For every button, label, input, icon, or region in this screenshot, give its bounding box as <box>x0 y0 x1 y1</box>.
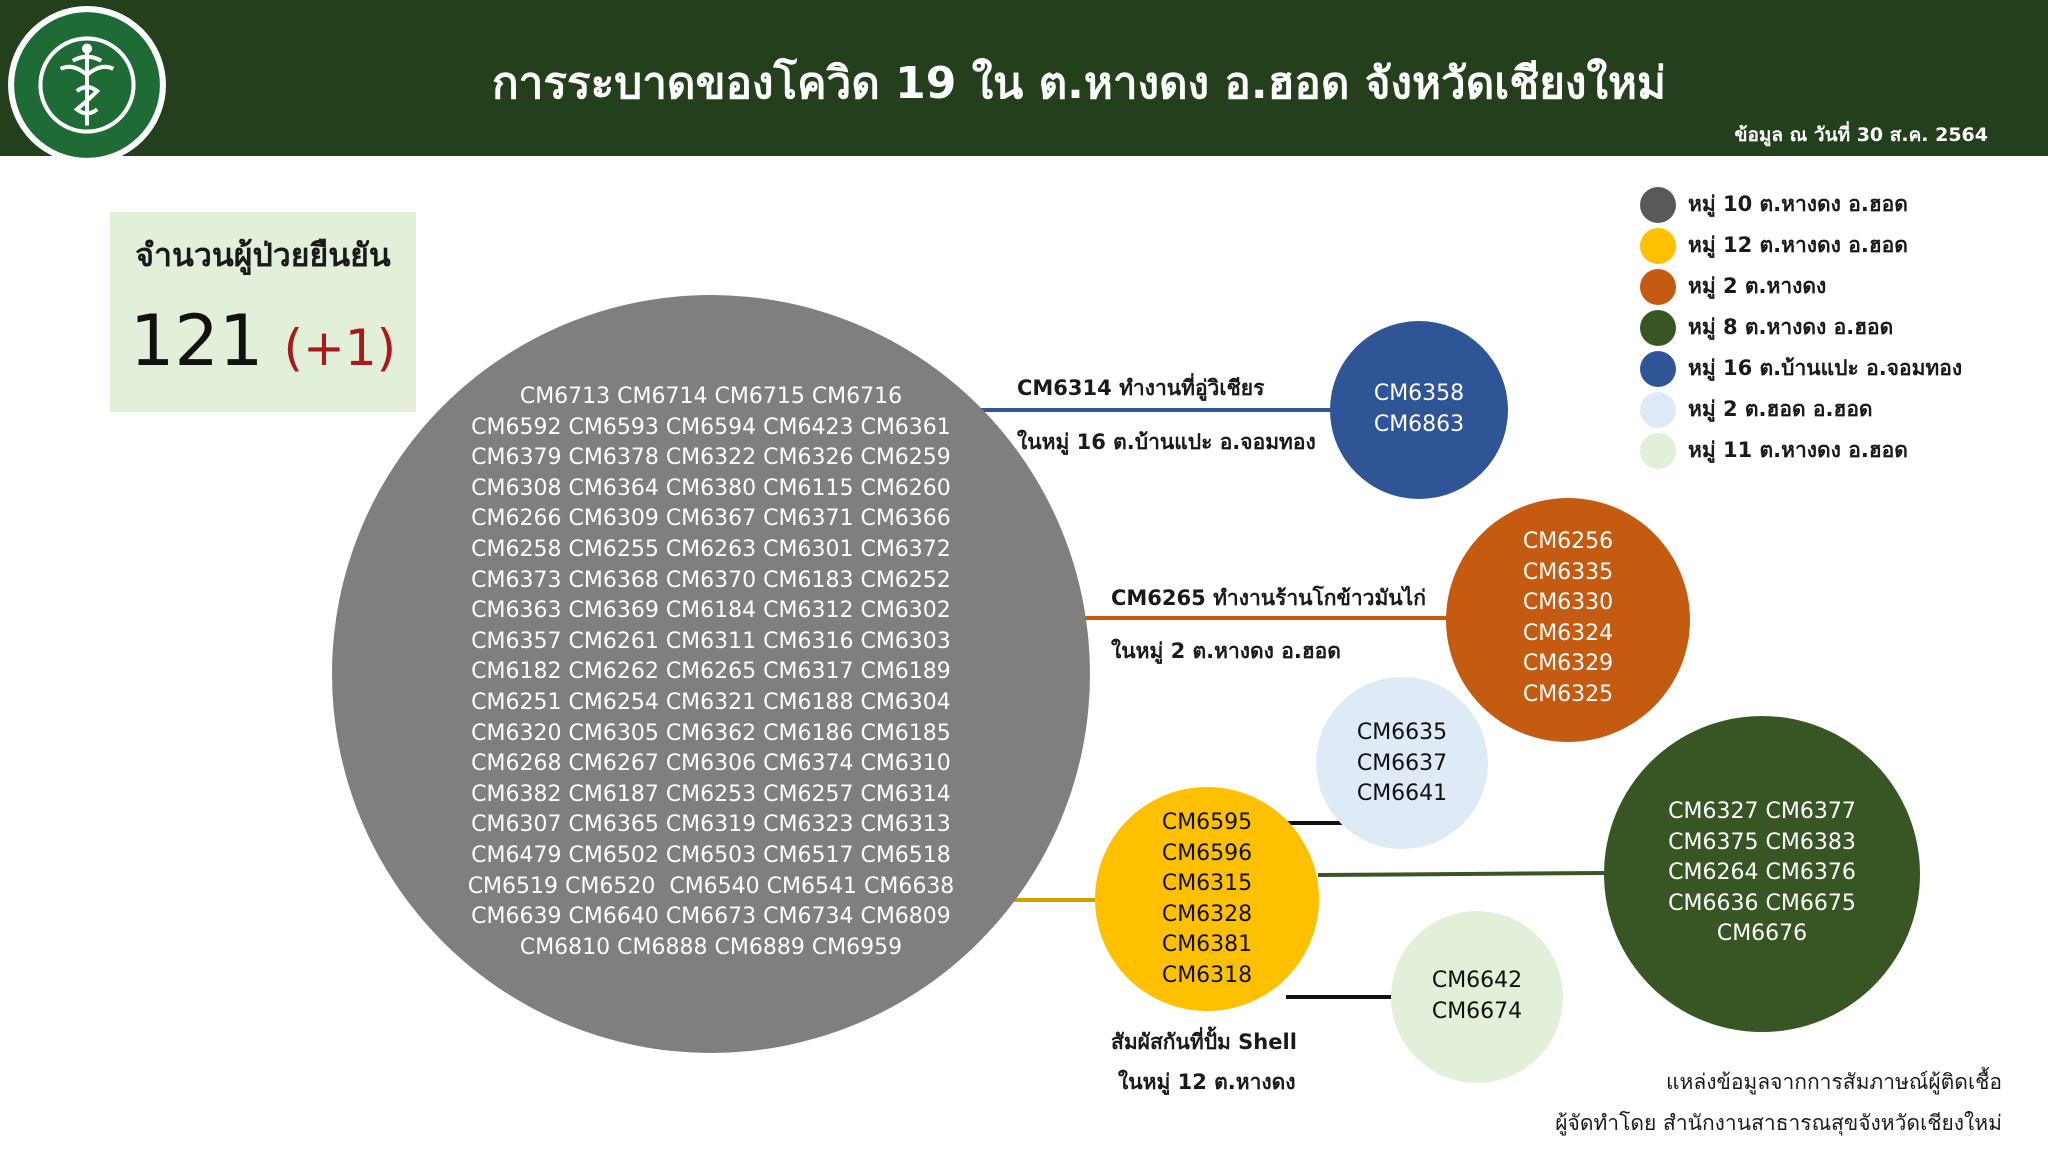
ministry-of-public-health-logo <box>8 6 166 164</box>
case-line: CM6266 CM6309 CM6367 CM6371 CM6366 <box>471 506 951 532</box>
case-line: CM6318 <box>1161 962 1253 988</box>
source-line2: ผู้จัดทำโดย สำนักงานสาธารณสุขจังหวัดเชีย… <box>1555 1111 2002 1135</box>
case-line: CM6307 CM6365 CM6319 CM6323 CM6313 <box>471 812 951 838</box>
case-line: CM6320 CM6305 CM6362 CM6186 CM6185 <box>471 720 951 746</box>
source-line1: แหล่งข้อมูลจากการสัมภาษณ์ผู้ติดเชื้อ <box>1665 1070 2002 1094</box>
case-line: CM6595 <box>1161 810 1253 835</box>
case-line: CM6519 CM6520 CM6540 CM6541 CM6638 <box>467 873 955 899</box>
data-date: ข้อมูล ณ วันที่ 30 ส.ค. 2564 <box>1734 124 1988 146</box>
note-yellow-line2: ในหมู่ 12 ต.หางดง <box>1118 1070 1296 1094</box>
legend: หมู่ 10 ต.หางดง อ.ฮอดหมู่ 12 ต.หางดง อ.ฮ… <box>1640 184 1962 471</box>
legend-label: หมู่ 8 ต.หางดง อ.ฮอด <box>1688 315 1894 339</box>
case-line: CM6639 CM6640 CM6673 CM6734 CM6809 <box>471 904 951 930</box>
cluster-circle-orange <box>1446 498 1690 742</box>
case-line: CM6258 CM6255 CM6263 CM6301 CM6372 <box>471 536 951 562</box>
case-line: CM6674 <box>1431 998 1523 1024</box>
case-line: CM6810 CM6888 CM6889 CM6959 <box>519 934 903 960</box>
case-line: CM6182 CM6262 CM6265 CM6317 CM6189 <box>471 659 951 685</box>
confirmed-count-value: 121 <box>129 300 264 382</box>
case-line: CM6379 CM6378 CM6322 CM6326 CM6259 <box>471 445 951 471</box>
confirmed-count-box: จำนวนผู้ป่วยยืนยัน 121 (+1) <box>110 212 416 412</box>
case-line: CM6713 CM6714 CM6715 CM6716 <box>519 384 903 409</box>
case-line: CM6335 <box>1522 559 1614 585</box>
case-line: CM6363 CM6369 CM6184 CM6312 CM6302 <box>471 598 951 624</box>
case-line: CM6308 CM6364 CM6380 CM6115 CM6260 <box>471 475 951 501</box>
legend-color-dot <box>1640 186 1676 223</box>
header-bar: การระบาดของโควิด 19 ใน ต.หางดง อ.ฮอด จัง… <box>0 0 2048 164</box>
note-orange-line1: CM6265 ทำงานร้านโกข้าวมันไก่ <box>1111 586 1426 610</box>
legend-color-dot <box>1640 350 1676 387</box>
case-line: CM6863 <box>1373 411 1465 437</box>
case-line: CM6375 CM6383 <box>1668 829 1856 855</box>
source-note: แหล่งข้อมูลจากการสัมภาษณ์ผู้ติดเชื้อ ผู้… <box>1555 1062 2002 1144</box>
confirmed-count-label: จำนวนผู้ป่วยยืนยัน <box>135 236 391 274</box>
legend-label: หมู่ 11 ต.หางดง อ.ฮอด <box>1688 438 1908 462</box>
legend-label: หมู่ 16 ต.บ้านแปะ อ.จอมทอง <box>1688 356 1963 380</box>
cluster-circle-lightgreen <box>1391 911 1563 1083</box>
case-line: CM6264 CM6376 <box>1668 860 1856 886</box>
note-blue-line1: CM6314 ทำงานที่อู่วิเชียร <box>1017 376 1265 400</box>
page-title: การระบาดของโควิด 19 ใน ต.หางดง อ.ฮอด จัง… <box>492 58 1666 109</box>
legend-item: หมู่ 12 ต.หางดง อ.ฮอด <box>1640 225 1962 266</box>
legend-label: หมู่ 10 ต.หางดง อ.ฮอด <box>1688 192 1908 216</box>
case-line: CM6381 <box>1161 932 1253 958</box>
case-line: CM6479 CM6502 CM6503 CM6517 CM6518 <box>471 842 951 868</box>
case-line: CM6676 <box>1716 921 1808 947</box>
cluster-circle-main <box>332 295 1090 1053</box>
case-line: CM6327 CM6377 <box>1668 799 1856 824</box>
case-line: CM6637 <box>1356 750 1448 776</box>
legend-item: หมู่ 10 ต.หางดง อ.ฮอด <box>1640 184 1962 225</box>
case-line: CM6382 CM6187 CM6253 CM6257 CM6314 <box>471 781 951 807</box>
case-line: CM6251 CM6254 CM6321 CM6188 CM6304 <box>471 689 951 715</box>
note-blue-line2: ในหมู่ 16 ต.บ้านแปะ อ.จอมทอง <box>1017 430 1316 454</box>
legend-item: หมู่ 2 ต.ฮอด อ.ฮอด <box>1640 389 1962 430</box>
legend-item: หมู่ 8 ต.หางดง อ.ฮอด <box>1640 307 1962 348</box>
legend-label: หมู่ 2 ต.ฮอด อ.ฮอด <box>1688 397 1873 421</box>
legend-color-dot <box>1640 391 1676 428</box>
case-line: CM6642 <box>1431 968 1523 993</box>
legend-color-dot <box>1640 227 1676 264</box>
case-line: CM6268 CM6267 CM6306 CM6374 CM6310 <box>471 751 951 777</box>
legend-item: หมู่ 2 ต.หางดง <box>1640 266 1962 307</box>
case-line: CM6328 <box>1161 901 1253 927</box>
legend-label: หมู่ 12 ต.หางดง อ.ฮอด <box>1688 233 1908 257</box>
note-orange-line2: ในหมู่ 2 ต.หางดง อ.ฮอด <box>1111 639 1341 663</box>
case-line: CM6596 <box>1161 840 1253 866</box>
case-line: CM6635 <box>1356 720 1448 745</box>
connector-yellow-green <box>1317 871 1605 877</box>
case-line: CM6329 <box>1522 651 1614 677</box>
legend-color-dot <box>1640 268 1676 305</box>
legend-label: หมู่ 2 ต.หางดง <box>1688 274 1827 298</box>
cluster-circle-yellow <box>1095 787 1319 1011</box>
legend-item: หมู่ 11 ต.หางดง อ.ฮอด <box>1640 430 1962 471</box>
cluster-circle-lightblue <box>1316 677 1488 849</box>
case-line: CM6358 <box>1373 381 1465 406</box>
note-yellow-line1: สัมผัสกันที่ปั้ม Shell <box>1111 1030 1297 1054</box>
cluster-circle-green <box>1604 716 1920 1032</box>
confirmed-count-delta: (+1) <box>283 319 397 377</box>
case-line: CM6256 <box>1522 529 1614 554</box>
legend-color-dot <box>1640 309 1676 346</box>
legend-color-dot <box>1640 432 1676 469</box>
case-line: CM6324 <box>1522 620 1614 646</box>
cluster-circle-blue <box>1330 321 1508 499</box>
case-line: CM6325 <box>1522 681 1614 707</box>
case-line: CM6641 <box>1356 781 1448 807</box>
case-line: CM6636 CM6675 <box>1668 890 1856 916</box>
case-line: CM6315 <box>1161 871 1253 897</box>
legend-item: หมู่ 16 ต.บ้านแปะ อ.จอมทอง <box>1640 348 1962 389</box>
case-line: CM6357 CM6261 CM6311 CM6316 CM6303 <box>471 628 951 654</box>
case-line: CM6373 CM6368 CM6370 CM6183 CM6252 <box>471 567 951 593</box>
case-line: CM6330 <box>1522 590 1614 616</box>
confirmed-count-row: 121 (+1) <box>110 300 416 382</box>
case-line: CM6592 CM6593 CM6594 CM6423 CM6361 <box>471 414 951 440</box>
